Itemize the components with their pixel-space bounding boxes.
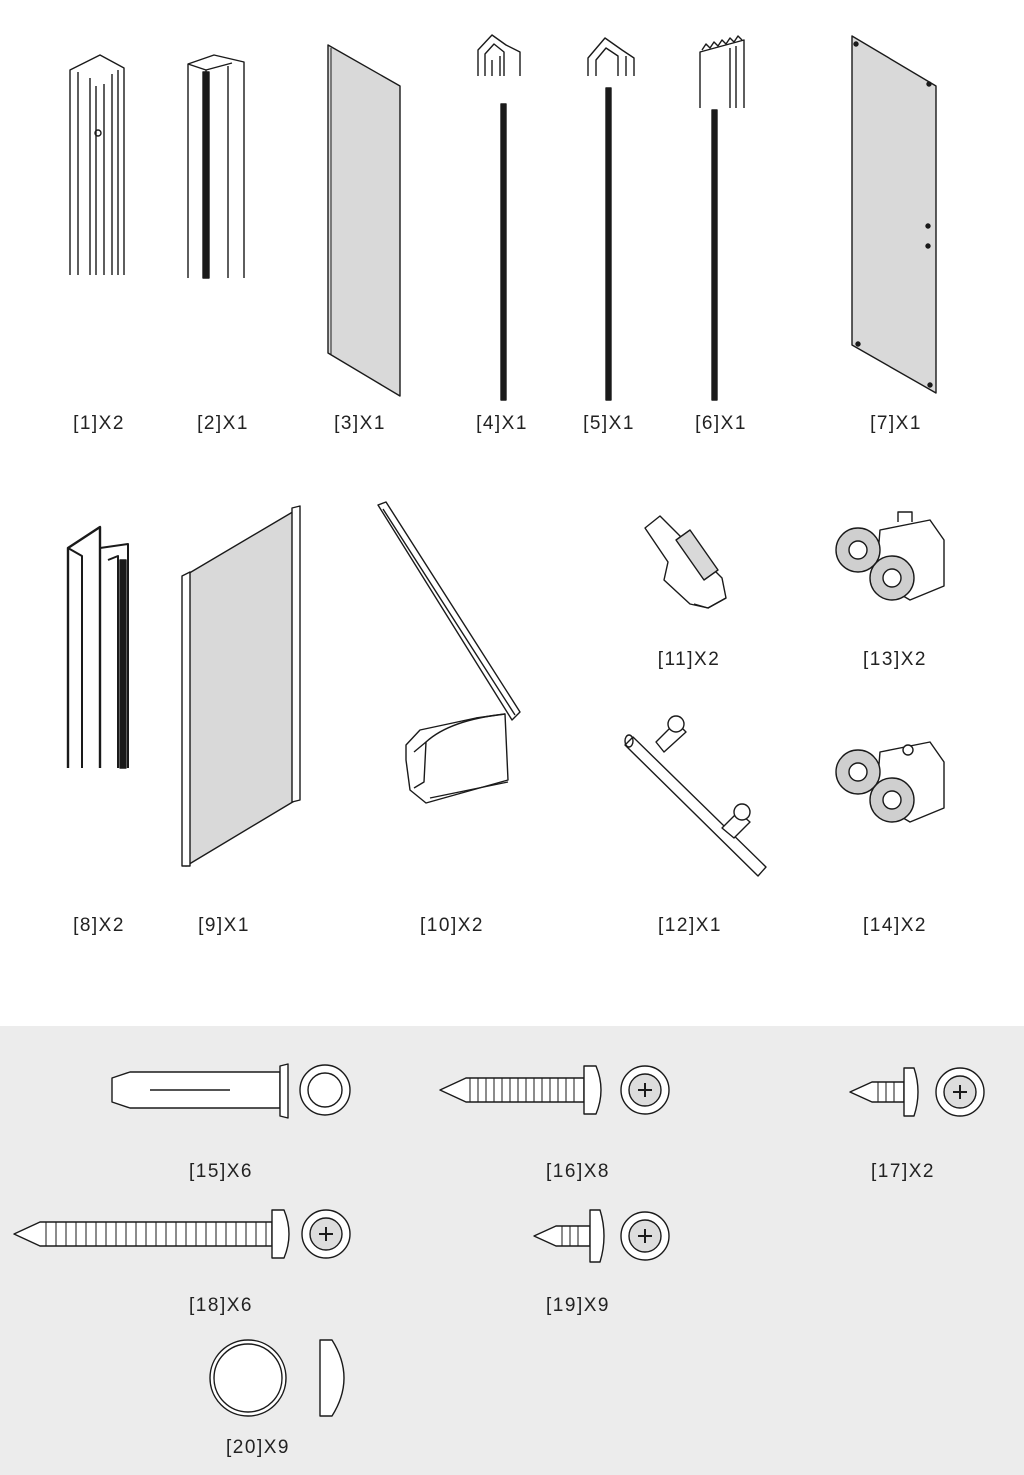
part-label-11: [11]X2 bbox=[657, 649, 721, 670]
part-18-long-screw bbox=[13, 1209, 351, 1259]
part-17-short-screw bbox=[849, 1067, 985, 1117]
part-label-9: [9]X1 bbox=[198, 915, 250, 936]
part-label-18: [18]X6 bbox=[189, 1295, 253, 1316]
part-label-14: [14]X2 bbox=[863, 915, 927, 936]
part-label-10: [10]X2 bbox=[420, 915, 484, 936]
part-label-16: [16]X8 bbox=[546, 1161, 610, 1182]
part-10-guide-bar bbox=[377, 501, 521, 804]
part-label-12: [12]X1 bbox=[658, 915, 722, 936]
part-4-seal bbox=[477, 34, 521, 401]
part-8-u-profile bbox=[66, 525, 129, 769]
part-label-1: [1]X2 bbox=[73, 413, 125, 434]
part-7-glass-panel bbox=[851, 35, 937, 394]
part-label-3: [3]X1 bbox=[334, 413, 386, 434]
part-label-8: [8]X2 bbox=[73, 915, 125, 936]
part-1-wall-profile bbox=[69, 54, 125, 275]
part-label-13: [13]X2 bbox=[863, 649, 927, 670]
part-3-glass-panel bbox=[327, 44, 401, 397]
part-20-cover-cap bbox=[209, 1339, 345, 1417]
part-19-short-screw bbox=[533, 1209, 670, 1263]
part-label-6: [6]X1 bbox=[695, 413, 747, 434]
part-2-profile bbox=[187, 54, 245, 279]
part-label-2: [2]X1 bbox=[197, 413, 249, 434]
part-6-magnetic-seal bbox=[699, 35, 745, 401]
part-12-handle bbox=[624, 715, 767, 877]
part-label-5: [5]X1 bbox=[583, 413, 635, 434]
part-9-glass-door bbox=[181, 505, 301, 867]
part-label-19: [19]X9 bbox=[546, 1295, 610, 1316]
part-15-wall-plug bbox=[111, 1063, 351, 1119]
part-14-roller bbox=[835, 741, 945, 823]
part-label-15: [15]X6 bbox=[189, 1161, 253, 1182]
part-label-20: [20]X9 bbox=[226, 1437, 290, 1458]
part-label-7: [7]X1 bbox=[870, 413, 922, 434]
part-16-screw bbox=[439, 1065, 670, 1115]
part-13-roller bbox=[835, 511, 945, 601]
part-label-4: [4]X1 bbox=[476, 413, 528, 434]
part-label-17: [17]X2 bbox=[871, 1161, 935, 1182]
part-5-seal bbox=[587, 37, 635, 401]
part-11-stopper bbox=[644, 515, 727, 609]
